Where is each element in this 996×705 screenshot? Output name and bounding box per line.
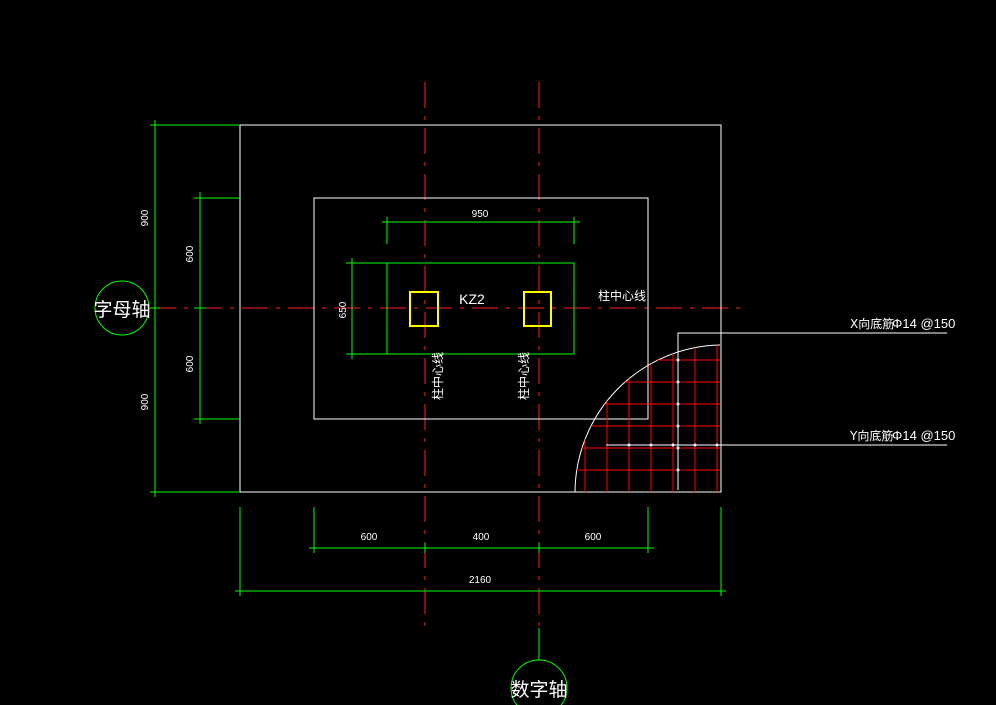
dim-bottom-total: 2160 <box>469 575 492 586</box>
number-axis-bubble <box>510 659 568 705</box>
dim-bottom-mid: 400 <box>473 532 490 543</box>
step-outline <box>313 197 649 420</box>
dim-top-950: 950 <box>472 209 489 220</box>
centerline-label-v1: 柱中心线 <box>430 352 445 400</box>
number-axis-label: 数字轴 <box>510 679 567 701</box>
footing-outline <box>239 124 722 493</box>
centerline-label-h: 柱中心线 <box>598 288 646 303</box>
centerlines <box>150 82 745 628</box>
y-rebar-label: Y向底筋 <box>849 428 893 443</box>
y-rebar-spec: Φ14 @150 <box>892 428 955 443</box>
column-right <box>523 291 552 327</box>
dim-left-inner-top: 600 <box>185 245 196 262</box>
centerline-label-v2: 柱中心线 <box>516 352 531 400</box>
pile-cap <box>386 262 575 355</box>
bottom-dimensions <box>235 507 726 660</box>
dim-bottom-left: 600 <box>361 532 378 543</box>
top-dimension <box>382 217 580 244</box>
dim-left-outer-top: 900 <box>140 209 151 226</box>
letter-axis-bubble <box>94 280 150 336</box>
column-id: KZ2 <box>459 291 485 307</box>
x-rebar-spec: Φ14 @150 <box>892 316 955 331</box>
dim-cap-height: 650 <box>338 301 349 318</box>
letter-axis-label: 字母轴 <box>93 299 150 321</box>
foundation-outlines <box>239 124 722 493</box>
column-left <box>409 291 439 327</box>
dim-left-outer-bottom: 900 <box>140 393 151 410</box>
left-dimensions <box>150 120 387 497</box>
dim-bottom-right: 600 <box>585 532 602 543</box>
x-rebar-label: X向底筋 <box>850 316 894 331</box>
rebar-detail <box>574 332 947 493</box>
dim-left-inner-bottom: 600 <box>185 355 196 372</box>
